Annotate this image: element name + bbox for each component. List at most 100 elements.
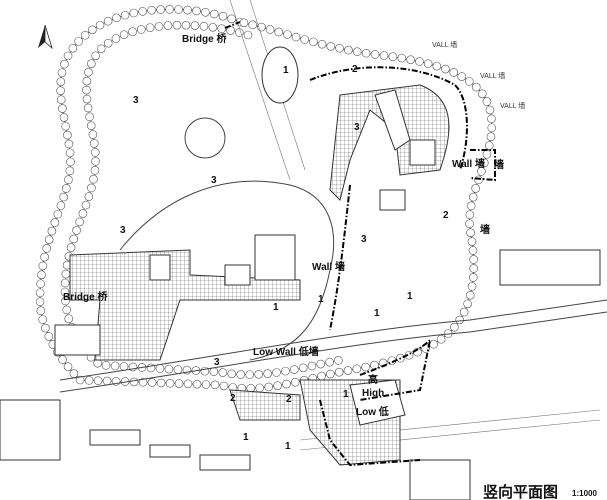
tree-icon [42,244,52,253]
tree-icon [164,364,174,374]
tree-icon [201,380,211,389]
tree-icon [81,200,91,210]
tree-icon [486,132,496,142]
tree-icon [59,192,69,202]
tree-icon [60,278,70,288]
tree-icon [69,369,79,378]
tree-icon [147,378,157,387]
tree-icon [112,13,121,23]
tree-icon [41,323,50,333]
zone-marker: 1 [283,65,289,76]
tree-icon [61,296,70,306]
tree-icon [217,24,227,33]
tree-icon [235,28,244,37]
tree-icon [272,368,281,377]
zone-marker: 1 [318,294,324,305]
tree-icon [120,10,130,20]
tree-icon [82,85,91,95]
zone-marker: 1 [273,302,279,313]
tree-icon [467,237,477,246]
tree-icon [192,6,201,16]
tree-icon [467,282,477,291]
tree-icon [482,149,492,159]
tree-icon [174,5,183,14]
tree-icon [111,34,121,43]
tree-icon [36,279,45,289]
tree-icon [265,25,275,34]
tree-icon [65,166,75,176]
tree-icon [63,51,73,61]
tree-icon [84,376,94,385]
tree-icon [102,376,112,386]
tree-icon [56,77,66,86]
tree-icon [65,148,75,158]
tree-icon [465,210,475,220]
tree-icon [326,369,335,379]
tree-icon [40,252,49,262]
wall-lines [224,21,496,467]
tree-icon [61,184,71,193]
tree-icon [227,369,237,379]
label-vall-1: VALL 墙 [432,40,457,49]
tree-icon [208,23,218,32]
tree-icon [60,59,69,69]
label-vall-3: VALL 墙 [500,101,525,110]
zone-marker: 3 [120,225,126,236]
tree-icon [334,367,344,377]
zone-marker: 1 [407,291,413,302]
tree-icon [35,297,45,307]
tree-icon [227,14,236,24]
tree-icon [138,7,147,16]
tree-icon [88,130,98,139]
tree-icon [58,104,67,113]
tree-icon [290,365,299,374]
tree-circle [184,117,226,159]
tree-icon [484,141,494,150]
tree-icon [95,20,105,30]
tree-icon [485,105,495,115]
tree-icon [361,362,370,372]
tree-icon [90,148,100,157]
tree-icon [38,261,48,271]
tree-icon [463,299,472,309]
tree-icon [209,9,219,19]
tree-icon [82,94,92,104]
tree-icon [91,157,100,166]
tree-icon [75,375,85,385]
tree-icon [87,59,96,68]
tree-icon [89,139,99,148]
tree-icon [190,21,200,30]
tree-icon [145,23,155,32]
tree-icon [57,68,67,78]
tree-icon [181,20,191,30]
tree-icon [465,290,475,300]
tree-icon [388,52,398,62]
north-arrow-icon [38,24,53,50]
tree-icon [93,376,103,385]
zone-marker: 3 [214,357,220,368]
zone-marker: 1 [243,432,249,443]
tree-icon [89,174,98,184]
tree-icon [84,67,93,77]
tree-icon [469,264,479,273]
tree-icon [172,20,182,30]
tree-icon [56,86,65,95]
tree-icon [88,25,97,35]
tree-icon [101,361,111,370]
tree-icon [468,273,478,282]
tree-icon [165,5,174,14]
tree-icon [477,89,487,99]
tree-icon [61,121,70,131]
tree-icon [58,355,67,364]
tree-icon [199,21,209,31]
tree-icon [110,361,120,371]
tree-icon [450,322,459,332]
tree-icon [64,175,73,185]
tree-icon [239,18,249,28]
tree-icon [64,314,74,323]
tree-icon [471,184,480,193]
label-high: High [362,388,384,399]
tree-icon [471,82,481,92]
tree-icon [218,368,228,377]
